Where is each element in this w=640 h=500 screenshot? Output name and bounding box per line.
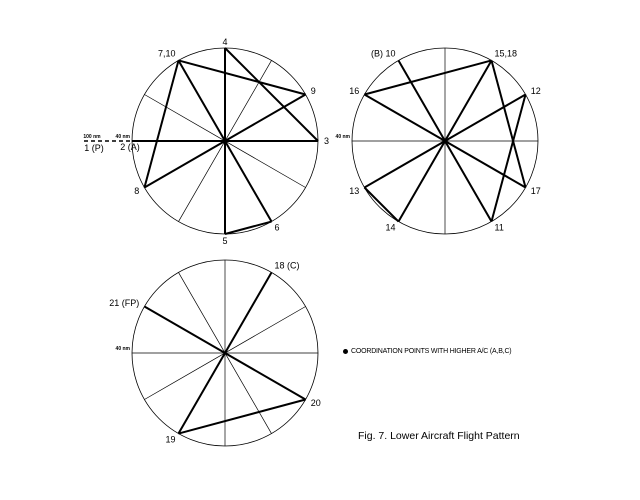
flight-leg	[224, 93, 307, 142]
flight-leg-chord	[490, 94, 527, 222]
point-label: 16	[349, 86, 359, 96]
point-label: 15,18	[495, 48, 518, 58]
figure-caption: Fig. 7. Lower Aircraft Flight Pattern	[358, 430, 520, 442]
flight-leg	[224, 140, 273, 223]
point-label: 4	[222, 37, 227, 47]
flight-leg	[177, 352, 226, 435]
flight-leg	[177, 59, 226, 142]
point-label: 11	[495, 223, 504, 233]
flight-leg-chord	[363, 186, 400, 223]
flight-leg-chord	[490, 60, 527, 188]
flight-leg	[444, 140, 527, 189]
flight-leg-chord	[224, 220, 272, 235]
coordination-point-icon	[343, 349, 348, 354]
point-label: 3	[324, 136, 329, 146]
flight-leg-chord	[178, 59, 306, 96]
point-label: 14	[385, 223, 395, 233]
flight-leg	[224, 271, 273, 354]
flight-leg	[397, 59, 446, 142]
point-label: 9	[311, 86, 316, 96]
flight-leg	[444, 59, 493, 142]
point-label: 17	[531, 186, 541, 196]
range-label: 40 nm	[116, 346, 131, 352]
flight-leg	[143, 305, 226, 354]
flight-leg	[397, 140, 446, 223]
point-label: 6	[275, 223, 280, 233]
point-label: 20	[311, 398, 321, 408]
point-label: 8	[134, 186, 139, 196]
range-label: 40 nm	[116, 134, 131, 140]
point-label: 2 (A)	[120, 142, 140, 152]
outer-range-label: 100 nm	[83, 134, 101, 140]
flight-leg-chord	[364, 59, 492, 96]
point-label: 13	[349, 186, 359, 196]
range-label: 40 nm	[336, 134, 351, 140]
point-label: 5	[222, 236, 227, 246]
flight-leg	[444, 93, 527, 142]
point-label: 19	[165, 435, 175, 445]
point-label: (B) 10	[371, 48, 396, 58]
legend: COORDINATION POINTS WITH HIGHER A/C (A,B…	[343, 348, 512, 355]
point-label: 7,10	[158, 48, 176, 58]
point-label: 18 (C)	[275, 260, 300, 270]
point-label: 12	[531, 86, 541, 96]
start-point-label: 1 (P)	[84, 143, 104, 153]
flight-leg	[363, 140, 446, 189]
point-label: 21 (FP)	[109, 298, 139, 308]
flight-leg	[363, 93, 446, 142]
flight-leg-chord	[178, 398, 306, 435]
flight-leg-chord	[224, 47, 319, 142]
flight-leg	[224, 352, 307, 401]
flight-leg	[444, 140, 493, 223]
flight-leg	[143, 140, 226, 189]
legend-text: COORDINATION POINTS WITH HIGHER A/C (A,B…	[351, 348, 512, 355]
flight-leg-chord	[143, 60, 180, 188]
